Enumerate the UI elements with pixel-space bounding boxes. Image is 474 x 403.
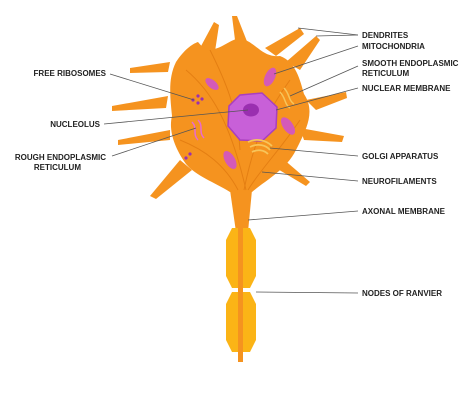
label-nucleolus: NUCLEOLUS bbox=[50, 120, 100, 129]
dendrite bbox=[306, 92, 347, 110]
ribosome bbox=[196, 94, 200, 98]
mitochondrion bbox=[280, 117, 296, 135]
label-nuclear-membrane: NUCLEAR MEMBRANE bbox=[362, 84, 451, 93]
dendrite bbox=[232, 16, 248, 44]
leader-golgi bbox=[269, 147, 359, 157]
leader-dendrites bbox=[315, 34, 359, 37]
label-rough-er-2: RETICULUM bbox=[34, 163, 81, 172]
label-dendrites: DENDRITES bbox=[362, 31, 409, 40]
leader-neurofilaments bbox=[261, 171, 359, 182]
label-axonal-membrane: AXONAL MEMBRANE bbox=[362, 207, 446, 216]
dendrite bbox=[130, 62, 170, 73]
ribosome bbox=[200, 97, 204, 101]
leader-nucleolus bbox=[103, 109, 249, 125]
nucleolus bbox=[243, 103, 259, 117]
free-ribosomes bbox=[184, 94, 204, 160]
dendrite bbox=[300, 128, 344, 142]
leader-mitochondria bbox=[273, 45, 359, 75]
axon bbox=[226, 190, 256, 362]
dendrite bbox=[112, 96, 168, 111]
leader-nuclear-membrane bbox=[275, 87, 359, 111]
leader-lines bbox=[103, 27, 359, 294]
nucleus bbox=[227, 92, 278, 142]
ribosome bbox=[196, 101, 200, 105]
label-free-ribosomes: FREE RIBOSOMES bbox=[34, 69, 107, 78]
golgi-apparatus bbox=[247, 139, 273, 155]
mitochondrion bbox=[205, 78, 219, 90]
leader-dendrites bbox=[297, 27, 359, 36]
label-golgi-apparatus: GOLGI APPARATUS bbox=[362, 152, 439, 161]
mitochondrion bbox=[263, 67, 277, 87]
dendrite bbox=[286, 36, 320, 70]
ribosome bbox=[188, 152, 192, 156]
axon-hillock bbox=[230, 190, 252, 232]
leader-smooth-er bbox=[289, 65, 359, 97]
label-smooth-er-1: SMOOTH ENDOPLASMIC bbox=[362, 59, 459, 68]
dendrite bbox=[265, 28, 304, 56]
label-rough-er-1: ROUGH ENDOPLASMIC bbox=[15, 153, 106, 162]
mitochondria-group bbox=[205, 67, 296, 170]
dendrite bbox=[150, 160, 192, 199]
ribosome bbox=[184, 156, 188, 160]
leader-rough-er bbox=[111, 127, 197, 157]
label-nodes-of-ranvier: NODES OF RANVIER bbox=[362, 289, 442, 298]
dendrite bbox=[118, 130, 170, 145]
leader-axonal-membrane bbox=[247, 210, 359, 221]
rough-er bbox=[191, 119, 205, 141]
leader-free-ribosomes bbox=[109, 73, 195, 101]
leader-nodes-of-ranvier bbox=[255, 291, 359, 294]
label-mitochondria: MITOCHONDRIA bbox=[362, 42, 425, 51]
mitochondrion bbox=[223, 150, 237, 170]
label-smooth-er-2: RETICULUM bbox=[362, 69, 409, 78]
axon-core bbox=[238, 220, 243, 362]
label-neurofilaments: NEUROFILAMENTS bbox=[362, 177, 437, 186]
